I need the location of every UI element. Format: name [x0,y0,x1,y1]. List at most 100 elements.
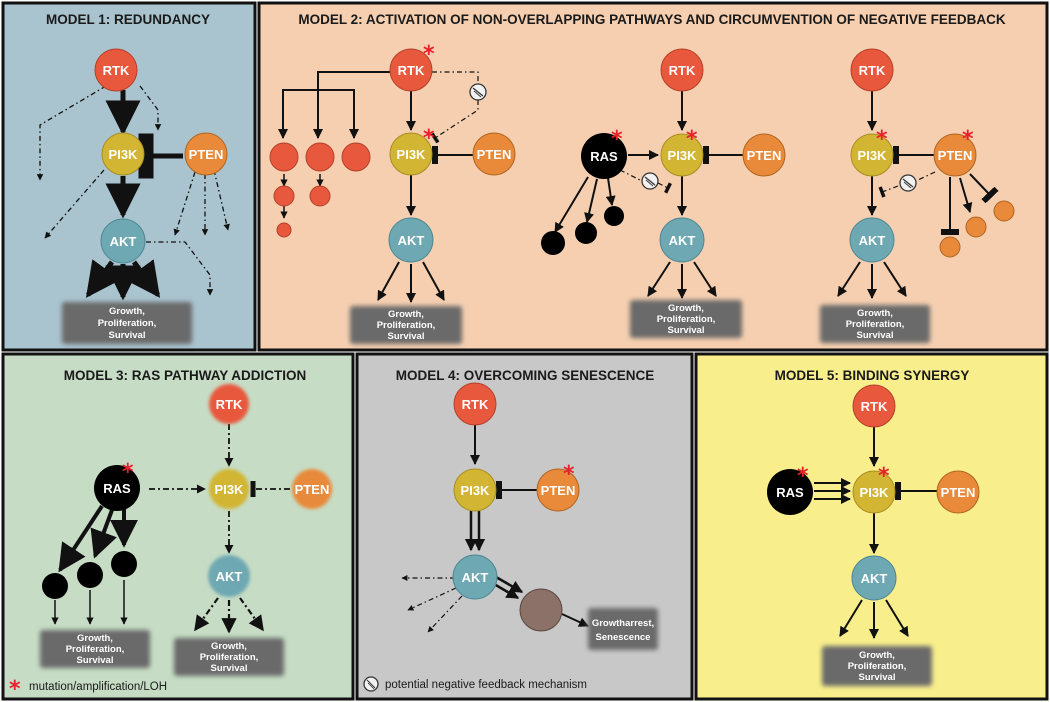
akt-label: AKT [398,233,425,248]
rtk-label: RTK [462,397,489,412]
pten-node: PTEN [933,133,977,177]
ras-label: RAS [776,485,804,500]
pi3k-node: PI3K [660,133,704,177]
pten-node: PTEN [536,468,580,512]
svg-text:Growth,: Growth, [388,309,424,320]
akt-node: AKT [849,217,895,263]
pten-label: PTEN [747,148,782,163]
mutation-star-icon: * [962,127,974,152]
output-box-arrest: Growtharrest, Senescence [588,608,658,650]
pten-label: PTEN [189,147,224,162]
ras-node: RAS [767,469,813,515]
output-box-growth: Growth, Proliferation, Survival [174,638,284,676]
pi3k-label: PI3K [397,147,427,162]
svg-text:Proliferation,: Proliferation, [657,314,716,325]
svg-text:Survival: Survival [668,325,705,336]
downstream-node [42,573,68,599]
svg-text:Growth,: Growth, [857,308,893,319]
downstream-node [575,222,597,244]
svg-text:Growth,: Growth, [77,633,113,644]
pi3k-label: PI3K [109,147,139,162]
downstream-node [111,551,137,577]
svg-text:Survival: Survival [859,672,896,683]
model2-title: MODEL 2: ACTIVATION OF NON-OVERLAPPING P… [298,12,1006,27]
legend-feedback-text: potential negative feedback mechanism [385,679,587,691]
downstream-node [604,206,624,226]
pten-node [292,469,332,509]
downstream-node [965,216,987,238]
rtk-node: RTK [453,382,497,426]
output-box-growth: Growth, Proliferation, Survival [630,300,742,338]
rtk-label: RTK [398,63,425,78]
pten-node: PTEN [936,470,980,514]
svg-text:Growth,: Growth, [668,303,704,314]
downstream-node [273,185,295,207]
model1-diagram [36,85,230,301]
rtk-label: RTK [669,63,696,78]
rtk-label: RTK [861,399,888,414]
mutation-star-icon: * [563,462,575,487]
pi3k-label: PI3K [668,148,698,163]
akt-label: AKT [462,570,489,585]
downstream-node [305,142,335,172]
model2-diagram-a [278,71,479,303]
legend-mutation-text: mutation/amplification/LOH [29,681,167,693]
svg-text:Proliferation,: Proliferation, [98,318,157,329]
feedback-icon [641,172,659,190]
akt-label: AKT [110,234,137,249]
mutation-star-icon: * [876,127,888,152]
rtk-label: RTK [103,63,130,78]
model2-diagram-c [837,90,999,299]
downstream-node [541,231,565,255]
svg-text:Survival: Survival [857,330,894,341]
akt-node [208,555,250,597]
svg-text:Survival: Survival [77,655,114,666]
akt-label: AKT [669,233,696,248]
svg-text:Proliferation,: Proliferation, [66,644,125,655]
model4-diagram [401,424,589,633]
output-box-growth: Growth, Proliferation, Survival [820,305,930,343]
model5-title: MODEL 5: BINDING SYNERGY [775,368,970,383]
pten-node: PTEN [742,133,786,177]
svg-text:Growtharrest,: Growtharrest, [592,618,654,629]
akt-node: AKT [100,218,146,264]
akt-node: AKT [659,217,705,263]
pi3k-label: PI3K [461,483,491,498]
output-box-growth: Growth, Proliferation, Survival [350,306,462,344]
pi3k-node: PI3K [453,468,497,512]
svg-text:Senescence: Senescence [596,632,651,643]
downstream-node [276,222,292,238]
ras-label: RAS [103,481,131,496]
pi3k-label: PI3K [858,148,888,163]
downstream-node [939,236,961,258]
ras-node: RAS [94,465,140,511]
pi3k-node: PI3K [852,470,896,514]
rtk-node: RTK [94,48,138,92]
svg-text:Proliferation,: Proliferation, [846,319,905,330]
ras-label: RAS [590,149,618,164]
mutation-star-icon: * [122,460,134,485]
ras-node: RAS [581,133,627,179]
model2-diagram-b [554,90,743,299]
model3-diagram [51,424,290,634]
pi3k-node: PI3K [101,132,145,176]
pten-node: PTEN [184,132,228,176]
akt-node: AKT [388,217,434,263]
rtk-node: RTK [660,48,704,92]
akt-label: AKT [859,233,886,248]
model4-title: MODEL 4: OVERCOMING SENESCENCE [396,368,655,383]
legend-star-icon: * [9,677,21,702]
downstream-node [341,142,371,172]
rtk-node [209,384,249,424]
model1-title: MODEL 1: REDUNDANCY [46,12,210,27]
rtk-label: RTK [216,397,243,412]
svg-text:Proliferation,: Proliferation, [377,320,436,331]
feedback-icon [899,174,917,192]
svg-text:Survival: Survival [211,663,248,674]
legend-feedback-icon [363,676,379,692]
rtk-node: RTK [852,384,896,428]
pten-label: PTEN [541,483,576,498]
model5-diagram [814,426,937,639]
